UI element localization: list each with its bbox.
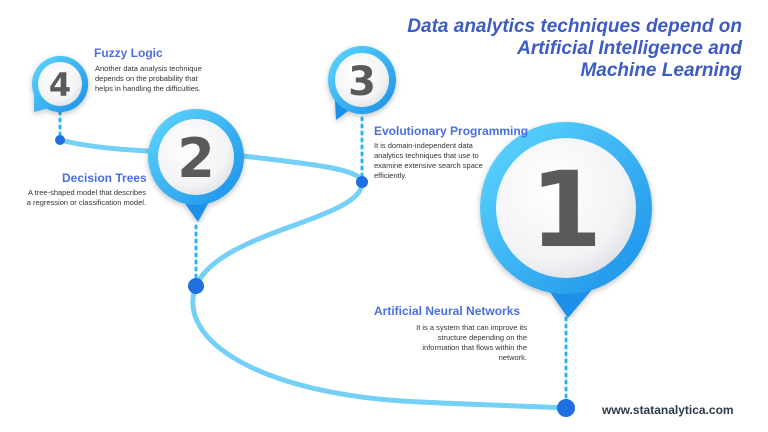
step-1-heading: Artificial Neural Networks (374, 304, 521, 318)
marker-4-number: 4 (49, 66, 71, 104)
step-3-heading: Evolutionary Programming (374, 124, 529, 138)
node-1 (557, 399, 575, 417)
step-2-heading: Decision Trees (62, 171, 147, 185)
marker-1 (480, 122, 652, 318)
infographic-title: Data analytics techniques depend on Arti… (322, 16, 742, 82)
marker-1-number: 1 (530, 149, 602, 271)
marker-2-number: 2 (177, 127, 215, 190)
step-1-description: It is a system that can improve its stru… (416, 323, 527, 362)
footer-website: www.statanalytica.com (602, 403, 734, 417)
step-4-description: Another data analysis technique depends … (95, 64, 202, 93)
step-3-description: It is domain-independent data analytics … (374, 141, 483, 180)
node-2 (188, 278, 204, 294)
marker-4 (32, 55, 89, 112)
marker-3 (328, 46, 396, 120)
step-4-heading: Fuzzy Logic (94, 46, 163, 60)
title-line-3: Machine Learning (580, 60, 742, 81)
node-4 (55, 135, 65, 145)
title-line-2: Artificial Intelligence and (517, 38, 742, 59)
marker-3-number: 3 (348, 59, 376, 105)
node-3 (356, 176, 368, 188)
title-line-1: Data analytics techniques depend on (407, 16, 742, 37)
marker-2 (148, 109, 244, 222)
step-2-description: A tree-shaped model that describes a reg… (26, 188, 146, 207)
